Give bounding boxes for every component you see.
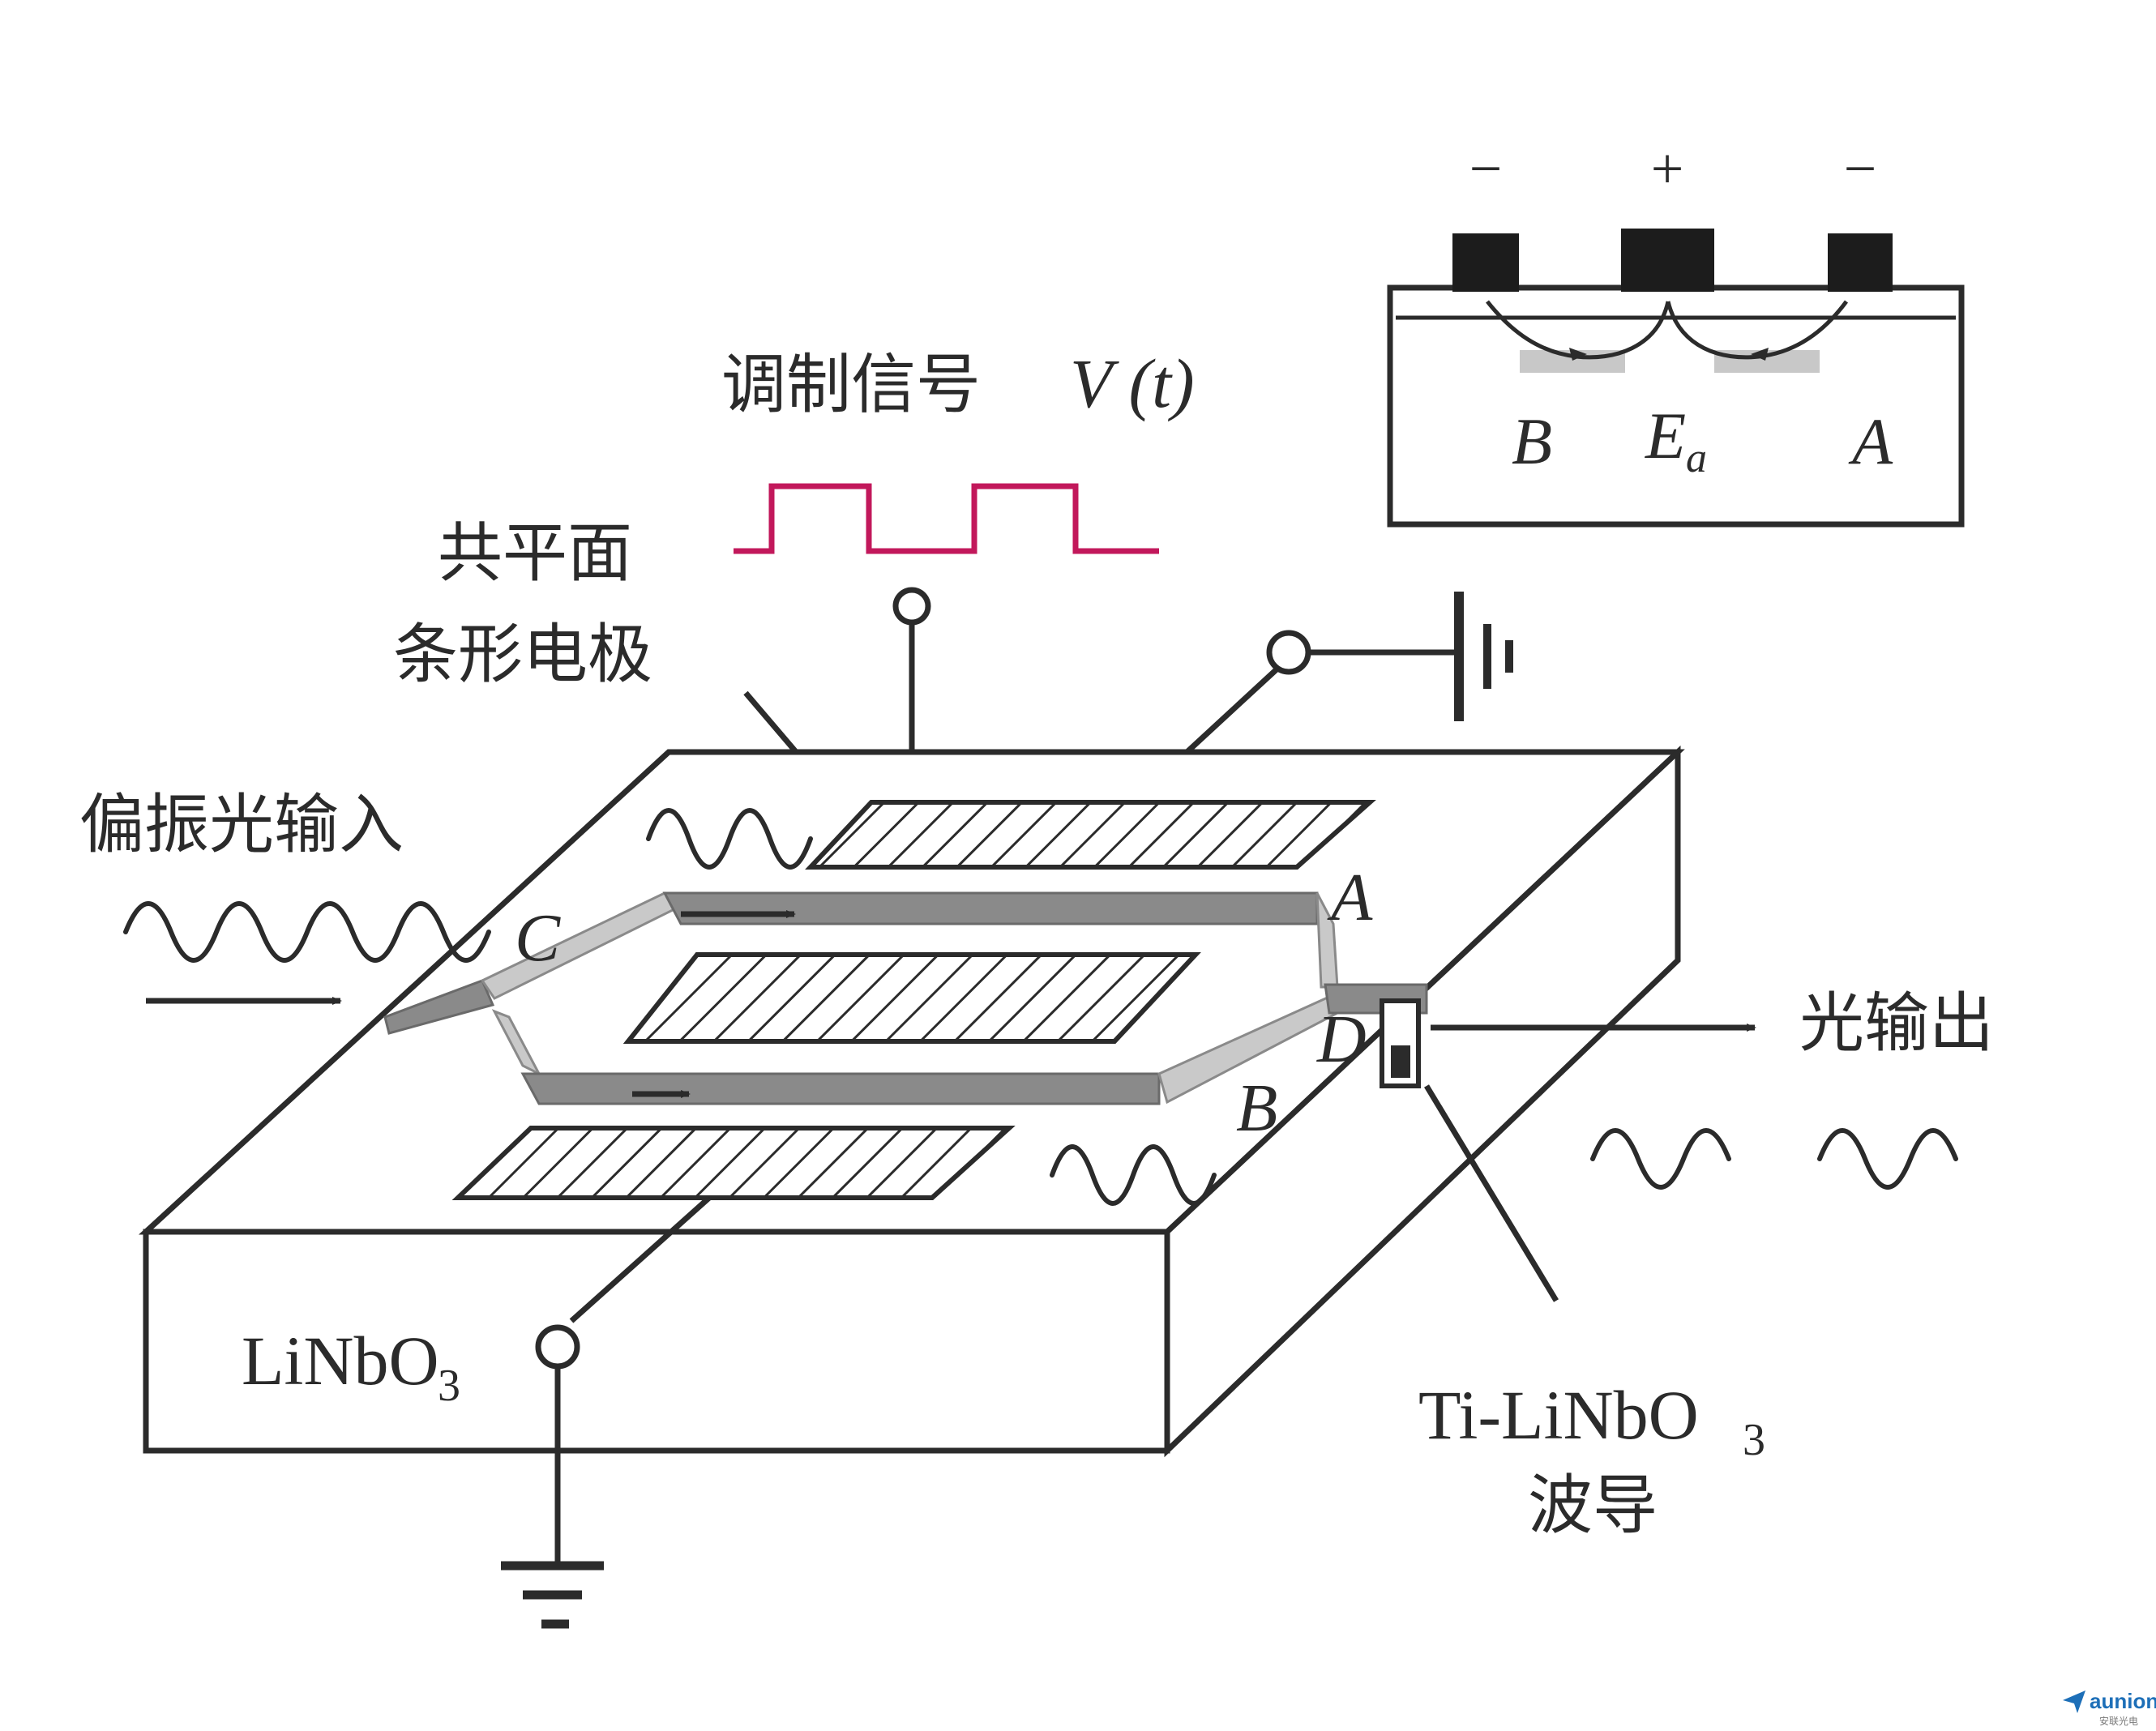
lower-electrode-wire <box>569 1195 712 1323</box>
ground-terminal-bottom <box>535 1324 580 1370</box>
inset-label-b: B <box>1512 404 1552 478</box>
waveguide-leader-line <box>1424 1084 1559 1302</box>
input-wave <box>123 901 491 963</box>
substrate-label: LiNbO <box>242 1322 439 1400</box>
electrode-label-line1: 共平面 <box>438 515 632 591</box>
optical-output: 光输出 <box>1431 985 1994 1190</box>
electrode-center <box>622 952 1201 1044</box>
arm-b <box>520 1072 1161 1105</box>
waveguide-label-line2: 波导 <box>1528 1468 1658 1543</box>
electrode-label-line2: 条形电极 <box>393 617 652 692</box>
junction-d-label: D <box>1316 1002 1367 1077</box>
linbo3-substrate: LiNbO 3 <box>139 745 1685 1458</box>
electrode-lower <box>451 1126 1016 1200</box>
input-waveguide <box>383 979 495 1035</box>
branch-a-label: A <box>1327 860 1373 935</box>
lower-arm-wave <box>1050 1144 1217 1206</box>
watermark-sub: 安联光电 <box>2099 1715 2138 1727</box>
inset-cross-section: − + − B E a A <box>1387 136 1965 528</box>
arm-a <box>662 891 1319 925</box>
watermark-logo-icon <box>2063 1690 2085 1713</box>
ground-terminal-top <box>1266 630 1311 675</box>
inset-polarity-right: − <box>1844 136 1877 201</box>
electrode-upper <box>805 800 1376 870</box>
output-facet-fill <box>1391 1045 1410 1078</box>
waveguide-label-line1: Ti-LiNbO <box>1418 1376 1699 1454</box>
voltage-label: V (t) <box>1070 344 1195 422</box>
substrate-side-face <box>1164 745 1681 1458</box>
light-output-label: 光输出 <box>1799 985 1994 1061</box>
inset-electrode-left <box>1452 233 1519 292</box>
inset-polarity-center: + <box>1651 136 1684 201</box>
coplanar-electrodes <box>451 800 1376 1200</box>
inset-label-e: E <box>1645 399 1686 472</box>
modulation-signal-label: 调制信号 <box>721 347 981 422</box>
polarized-input-label: 偏振光输入 <box>79 787 404 862</box>
optical-input: 偏振光输入 <box>79 787 1217 1206</box>
mach-zehnder-waveguide: C A B D <box>383 860 1428 1146</box>
inset-label-a: A <box>1848 404 1893 478</box>
inset-polarity-left: − <box>1469 136 1503 201</box>
inset-field-arrow-right <box>1751 348 1769 361</box>
watermark: aunion 安联光电 <box>2063 1689 2156 1727</box>
inset-electrode-center <box>1621 229 1714 292</box>
square-wave-signal <box>734 483 1159 554</box>
inset-substrate <box>1387 284 1965 528</box>
waveguide-callout: Ti-LiNbO 3 波导 <box>1418 1084 1765 1543</box>
signal-terminal <box>892 587 931 626</box>
inset-field-arrow-left <box>1569 348 1587 361</box>
junction-c-label: C <box>515 900 561 976</box>
electrode-callout: 共平面 条形电极 <box>393 515 841 805</box>
inset-label-e-subscript: a <box>1686 435 1707 481</box>
upper-arm-wave <box>646 808 813 870</box>
output-wave-left <box>1590 1128 1731 1190</box>
inset-electrode-right <box>1828 233 1893 292</box>
watermark-brand: aunion <box>2090 1689 2156 1713</box>
ground-bottom <box>501 1195 712 1629</box>
branch-b-label: B <box>1236 1071 1277 1146</box>
ground-top <box>1128 592 1513 806</box>
waveguide-label-subscript: 3 <box>1743 1415 1765 1465</box>
output-wave-right <box>1817 1128 1958 1190</box>
substrate-label-subscript: 3 <box>438 1361 460 1411</box>
